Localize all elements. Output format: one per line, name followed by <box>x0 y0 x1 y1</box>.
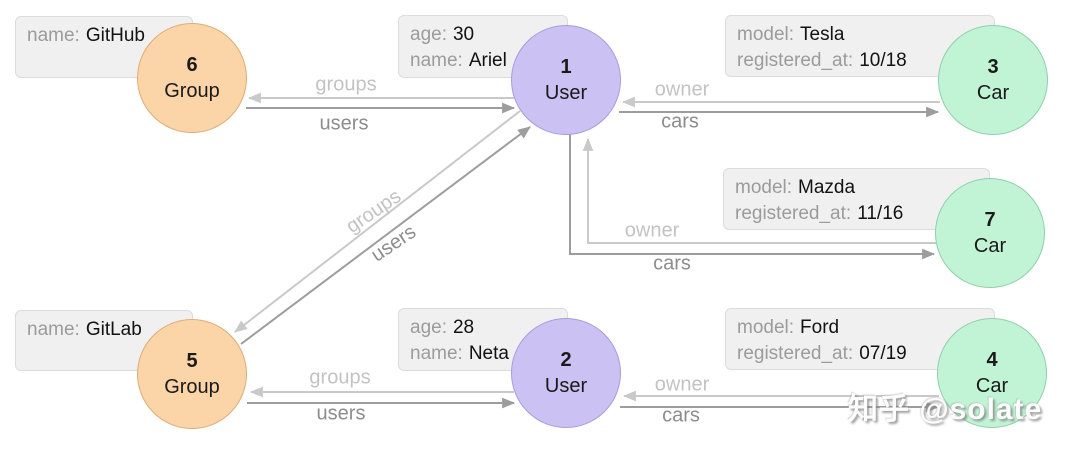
node-label: User <box>544 375 588 397</box>
property-value: 30 <box>452 24 475 45</box>
property-key: name: <box>27 25 80 46</box>
edge-label-groups: groups <box>315 73 377 96</box>
edge-label-users: users <box>316 402 366 425</box>
property-box-user-1: age:30 name:Ariel <box>398 15 568 78</box>
property-value: Ford <box>800 317 840 338</box>
property-key: registered_at: <box>735 203 852 224</box>
edge-label-users: users <box>319 112 369 135</box>
property-key: registered_at: <box>737 343 854 364</box>
property-value: GitHub <box>85 25 145 46</box>
node-label: Group <box>164 376 220 398</box>
node-car-7: 7 Car <box>935 178 1045 288</box>
property-key: age: <box>410 24 447 45</box>
zhihu-watermark: 知乎 @solate <box>848 393 1043 426</box>
property-key: model: <box>737 24 795 45</box>
edge-label-cars: cars <box>662 404 700 427</box>
property-value: Tesla <box>800 24 845 45</box>
property-value: 11/16 <box>857 203 904 224</box>
property-key: name: <box>410 343 463 364</box>
node-label: Group <box>164 80 220 102</box>
edge-groups-1-5 <box>234 110 521 333</box>
edge-label-cars: cars <box>653 252 691 275</box>
node-label: Car <box>976 82 1010 104</box>
node-label: User <box>544 82 588 104</box>
edge-users-5-1 <box>240 126 531 345</box>
edge-label-groups: groups <box>309 366 371 389</box>
node-label: Car <box>973 235 1007 257</box>
property-value: 07/19 <box>859 343 907 364</box>
node-id: 1 <box>560 56 572 78</box>
edge-cars-1-7 <box>569 133 936 260</box>
node-id: 2 <box>560 349 572 371</box>
node-group-6: 6 Group <box>137 23 247 133</box>
property-key: age: <box>410 317 447 338</box>
node-car-3: 3 Car <box>938 25 1048 135</box>
edge-label-owner: owner <box>654 78 710 101</box>
node-id: 7 <box>984 209 996 231</box>
node-user-1: 1 User <box>511 25 621 135</box>
property-key: registered_at: <box>737 50 854 71</box>
property-key: name: <box>27 319 80 340</box>
node-id: 5 <box>186 350 198 372</box>
property-key: model: <box>737 317 795 338</box>
edge-label-cars: cars <box>661 110 699 133</box>
node-label: Car <box>975 375 1009 397</box>
node-id: 3 <box>987 56 999 78</box>
edge-label-owner: owner <box>654 373 710 396</box>
node-car-4: 4 Car <box>937 318 1047 428</box>
property-key: name: <box>410 50 463 71</box>
node-user-2: 2 User <box>511 318 621 428</box>
property-value: Neta <box>468 343 509 364</box>
property-value: 10/18 <box>859 50 907 71</box>
property-key: model: <box>735 177 793 198</box>
node-id: 6 <box>186 54 198 76</box>
edge-label-owner: owner <box>624 219 680 242</box>
node-id: 4 <box>986 349 998 371</box>
property-value: 28 <box>452 317 475 338</box>
property-value: Mazda <box>798 177 856 198</box>
node-group-5: 5 Group <box>137 319 247 429</box>
property-value: Ariel <box>468 50 507 71</box>
property-value: GitLab <box>85 319 142 340</box>
edge-owner-7-1 <box>582 137 936 244</box>
